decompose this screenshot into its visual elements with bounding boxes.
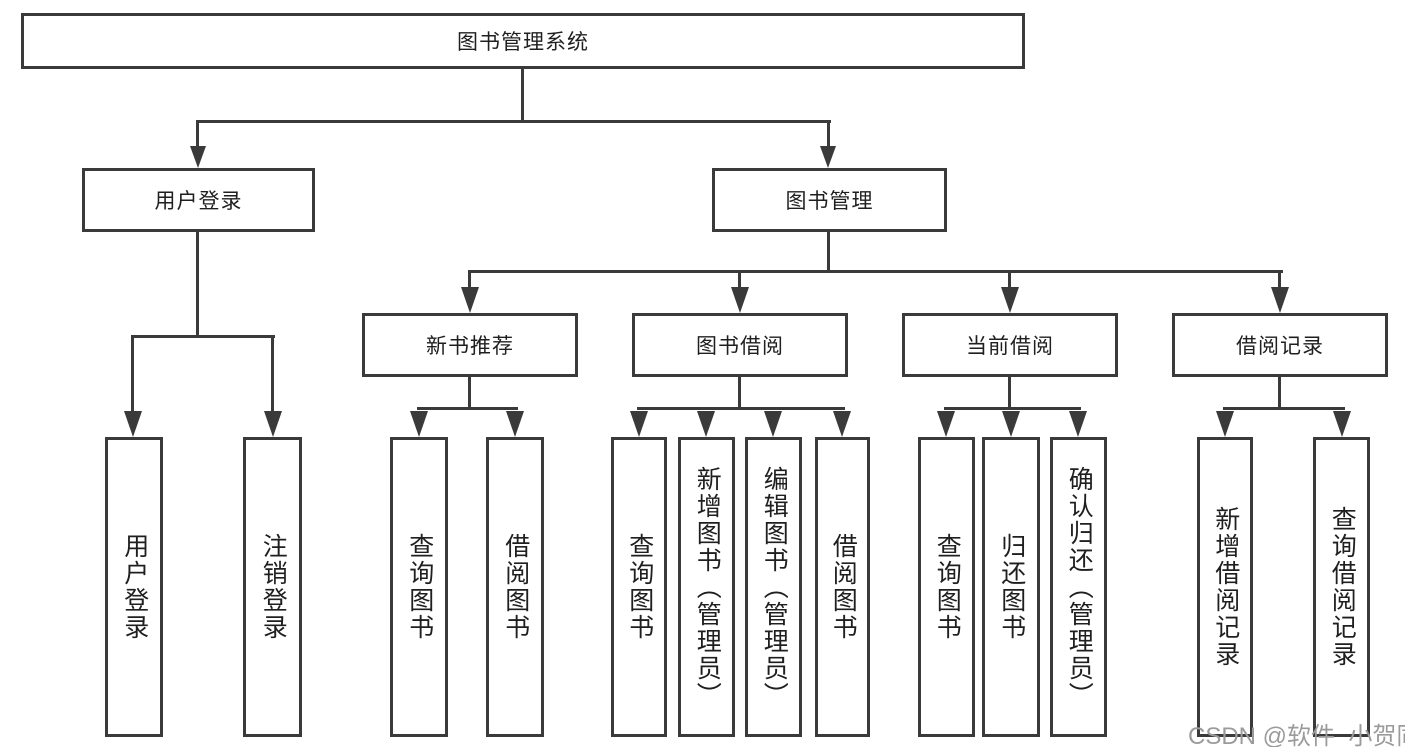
arrow-down-icon [1216, 411, 1234, 437]
node-label: 编辑图书（管理员） [760, 465, 789, 709]
node-user-login: 用户登录 [82, 168, 315, 232]
node-label: 图书管理 [785, 190, 874, 213]
connector-line [738, 377, 741, 407]
leaf-confirm-return-admin: 确认归还（管理员） [1050, 437, 1107, 737]
node-label: 借阅图书 [829, 533, 858, 641]
node-root: 图书管理系统 [21, 13, 1025, 69]
leaf-query-books-recommend: 查询图书 [390, 437, 448, 737]
connector-line [196, 232, 199, 335]
arrow-down-icon [1333, 411, 1351, 437]
leaf-add-borrow-record: 新增借阅记录 [1197, 437, 1253, 737]
arrow-down-icon [506, 411, 524, 437]
connector-line [1278, 270, 1281, 289]
arrow-down-icon [1069, 411, 1087, 437]
arrow-down-icon [764, 411, 782, 437]
connector-line [827, 120, 830, 148]
leaf-query-borrow-record: 查询借阅记录 [1313, 437, 1370, 737]
leaf-borrow-books-recommend: 借阅图书 [486, 437, 544, 737]
connector-line [417, 407, 518, 410]
arrow-down-icon [1001, 287, 1019, 313]
arrow-down-icon [630, 411, 648, 437]
leaf-logout: 注销登录 [243, 437, 302, 737]
arrow-down-icon [264, 411, 282, 437]
connector-line [131, 335, 134, 413]
leaf-user-login: 用户登录 [105, 437, 163, 737]
arrow-down-icon [190, 146, 206, 168]
node-book-management: 图书管理 [712, 168, 947, 232]
connector-line [1278, 377, 1281, 407]
node-label: 查询图书 [933, 533, 962, 641]
connector-line [1223, 407, 1345, 410]
connector-line [738, 270, 741, 289]
node-label: 用户登录 [154, 190, 243, 213]
node-label: 确认归还（管理员） [1065, 465, 1094, 709]
node-label: 查询图书 [625, 533, 654, 641]
connector-line [944, 407, 1081, 410]
node-label: 用户登录 [120, 533, 149, 641]
leaf-add-book-admin: 新增图书（管理员） [678, 437, 735, 737]
node-label: 新书推荐 [426, 335, 514, 358]
watermark: CSDN @软件_小贺同学 [1188, 723, 1405, 747]
connector-line [468, 377, 471, 407]
node-borrow-records: 借阅记录 [1172, 313, 1388, 377]
node-label: 借阅图书 [501, 533, 530, 641]
node-current-borrow: 当前借阅 [902, 313, 1118, 377]
connector-line [196, 120, 831, 123]
arrow-down-icon [731, 287, 749, 313]
arrow-down-icon [833, 411, 851, 437]
node-new-book-recommend: 新书推荐 [362, 313, 578, 377]
node-label: 当前借阅 [966, 335, 1054, 358]
arrow-down-icon [461, 287, 479, 313]
arrow-down-icon [410, 411, 428, 437]
connector-line [827, 232, 830, 270]
arrow-down-icon [124, 411, 142, 437]
node-label: 借阅记录 [1236, 335, 1324, 358]
leaf-borrow-books: 借阅图书 [815, 437, 870, 737]
connector-line [1008, 270, 1011, 289]
arrow-down-icon [697, 411, 715, 437]
node-label: 新增借阅记录 [1211, 506, 1240, 668]
connector-line [271, 335, 274, 413]
connector-line [468, 270, 471, 289]
node-label: 新增图书（管理员） [693, 465, 722, 709]
node-label: 查询图书 [405, 533, 434, 641]
leaf-query-books-borrow: 查询图书 [611, 437, 667, 737]
node-label: 图书管理系统 [457, 31, 589, 54]
connector-line [131, 335, 275, 338]
connector-line [637, 407, 845, 410]
arrow-down-icon [820, 146, 836, 168]
connector-line [196, 120, 199, 148]
arrow-down-icon [937, 411, 955, 437]
connector-line [1008, 377, 1011, 407]
node-label: 查询借阅记录 [1328, 506, 1357, 668]
arrow-down-icon [1002, 411, 1020, 437]
node-label: 注销登录 [259, 533, 288, 641]
node-book-borrow: 图书借阅 [632, 313, 848, 377]
connector-line [468, 270, 1283, 273]
leaf-edit-book-admin: 编辑图书（管理员） [745, 437, 802, 737]
leaf-return-book: 归还图书 [982, 437, 1040, 737]
connector-line [521, 69, 524, 120]
node-label: 归还图书 [997, 533, 1026, 641]
node-label: 图书借阅 [696, 335, 784, 358]
arrow-down-icon [1271, 287, 1289, 313]
leaf-query-books-current: 查询图书 [918, 437, 975, 737]
